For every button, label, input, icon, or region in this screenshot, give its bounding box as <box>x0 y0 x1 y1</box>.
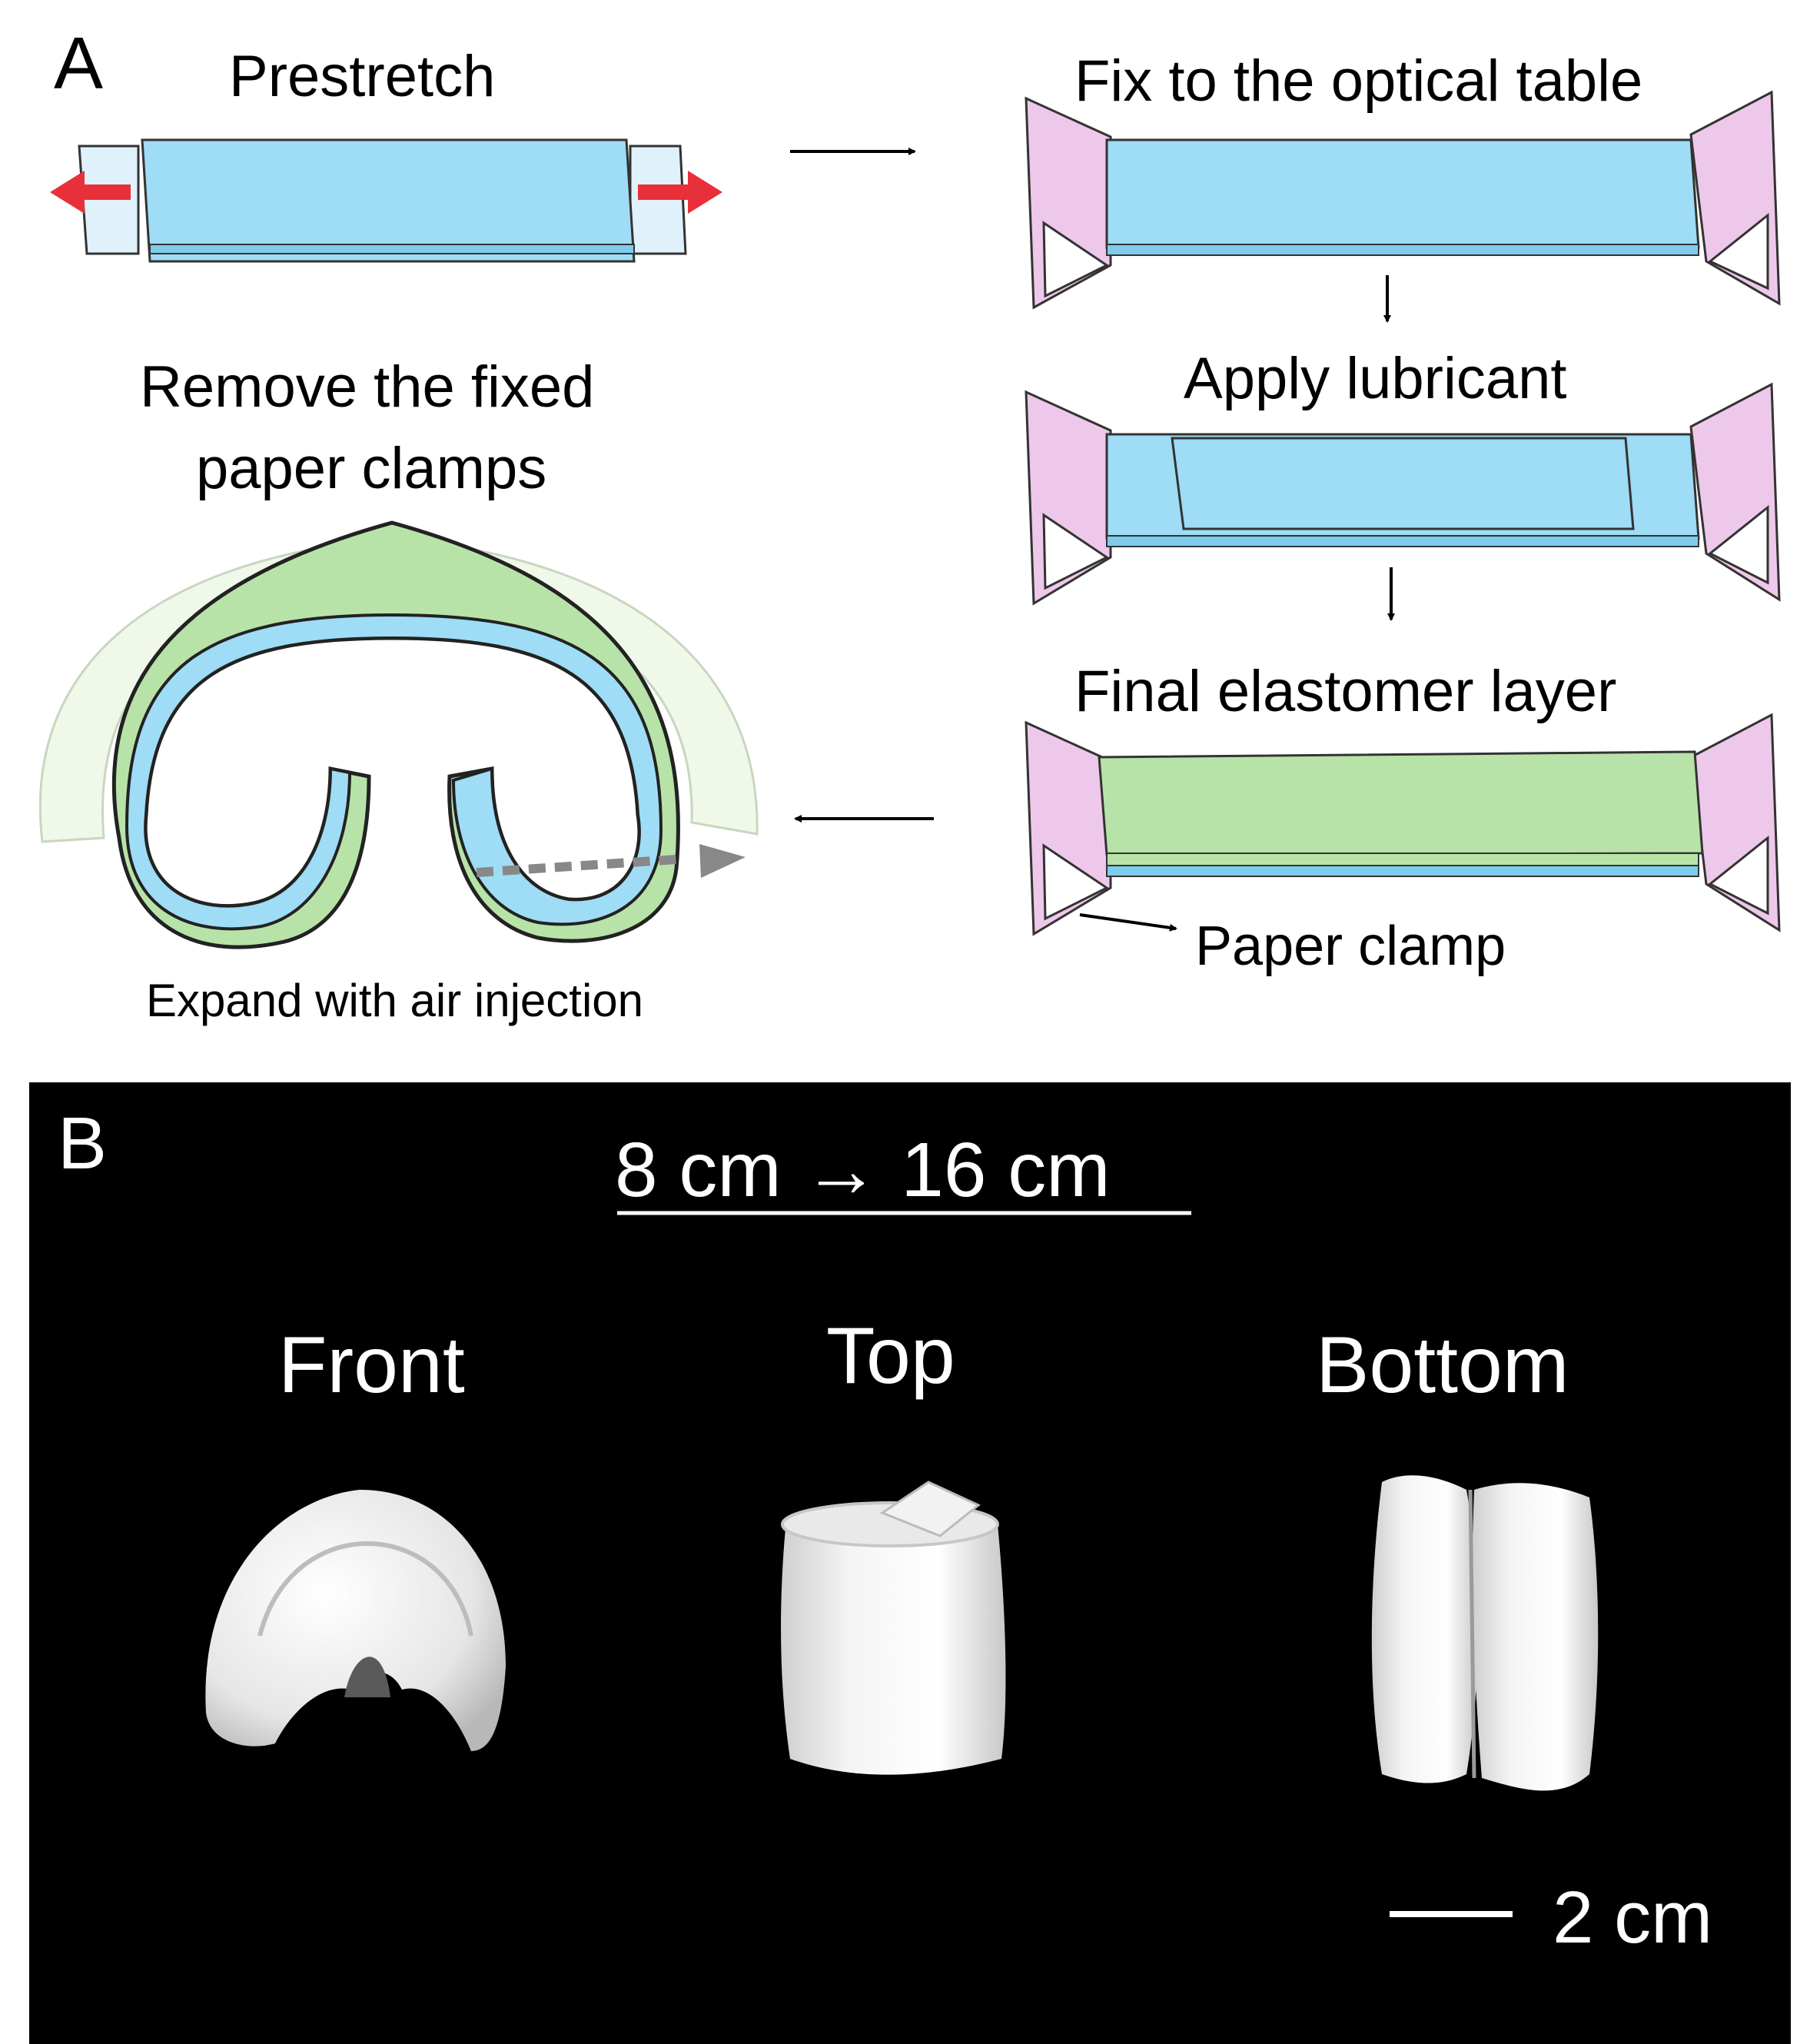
sample-front <box>205 1490 506 1751</box>
view-front-label: Front <box>278 1321 465 1410</box>
final-layer-strip <box>1025 713 1781 936</box>
stretch-arrow-right-icon <box>638 171 722 214</box>
view-bottom-label: Bottom <box>1316 1321 1569 1410</box>
sample-top <box>781 1481 1006 1775</box>
remove-label-line2: paper clamps <box>196 436 547 501</box>
sample-photos <box>205 1211 1599 1917</box>
paper-clamp-label: Paper clamp <box>1195 916 1506 977</box>
prestretch-label: Prestretch <box>229 44 496 109</box>
prestretch-strip <box>78 138 687 263</box>
fix-label: Fix to the optical table <box>1074 48 1643 114</box>
panel-b-photo <box>29 1082 1791 2044</box>
fixed-strip <box>1025 90 1781 310</box>
scale-bar-label: 2 cm <box>1553 1876 1713 1959</box>
stretch-label: 8 cm → 16 cm <box>615 1127 1111 1213</box>
lubricant-strip <box>1025 382 1781 606</box>
panel-b-label: B <box>58 1102 108 1185</box>
view-top-label: Top <box>826 1311 955 1401</box>
remove-label-line1: Remove the fixed <box>140 354 595 420</box>
stretch-arrow-left-icon <box>50 171 131 214</box>
curled-actuator <box>38 520 759 949</box>
lubricant-label: Apply lubricant <box>1184 346 1567 411</box>
panel-a-label: A <box>54 22 104 105</box>
panel-a-drawing <box>38 90 1781 949</box>
paper-clamp-pointer-icon <box>1079 913 1177 932</box>
sample-bottom <box>1371 1475 1599 1791</box>
expand-label: Expand with air injection <box>146 975 644 1026</box>
final-layer-label: Final elastomer layer <box>1074 659 1617 724</box>
